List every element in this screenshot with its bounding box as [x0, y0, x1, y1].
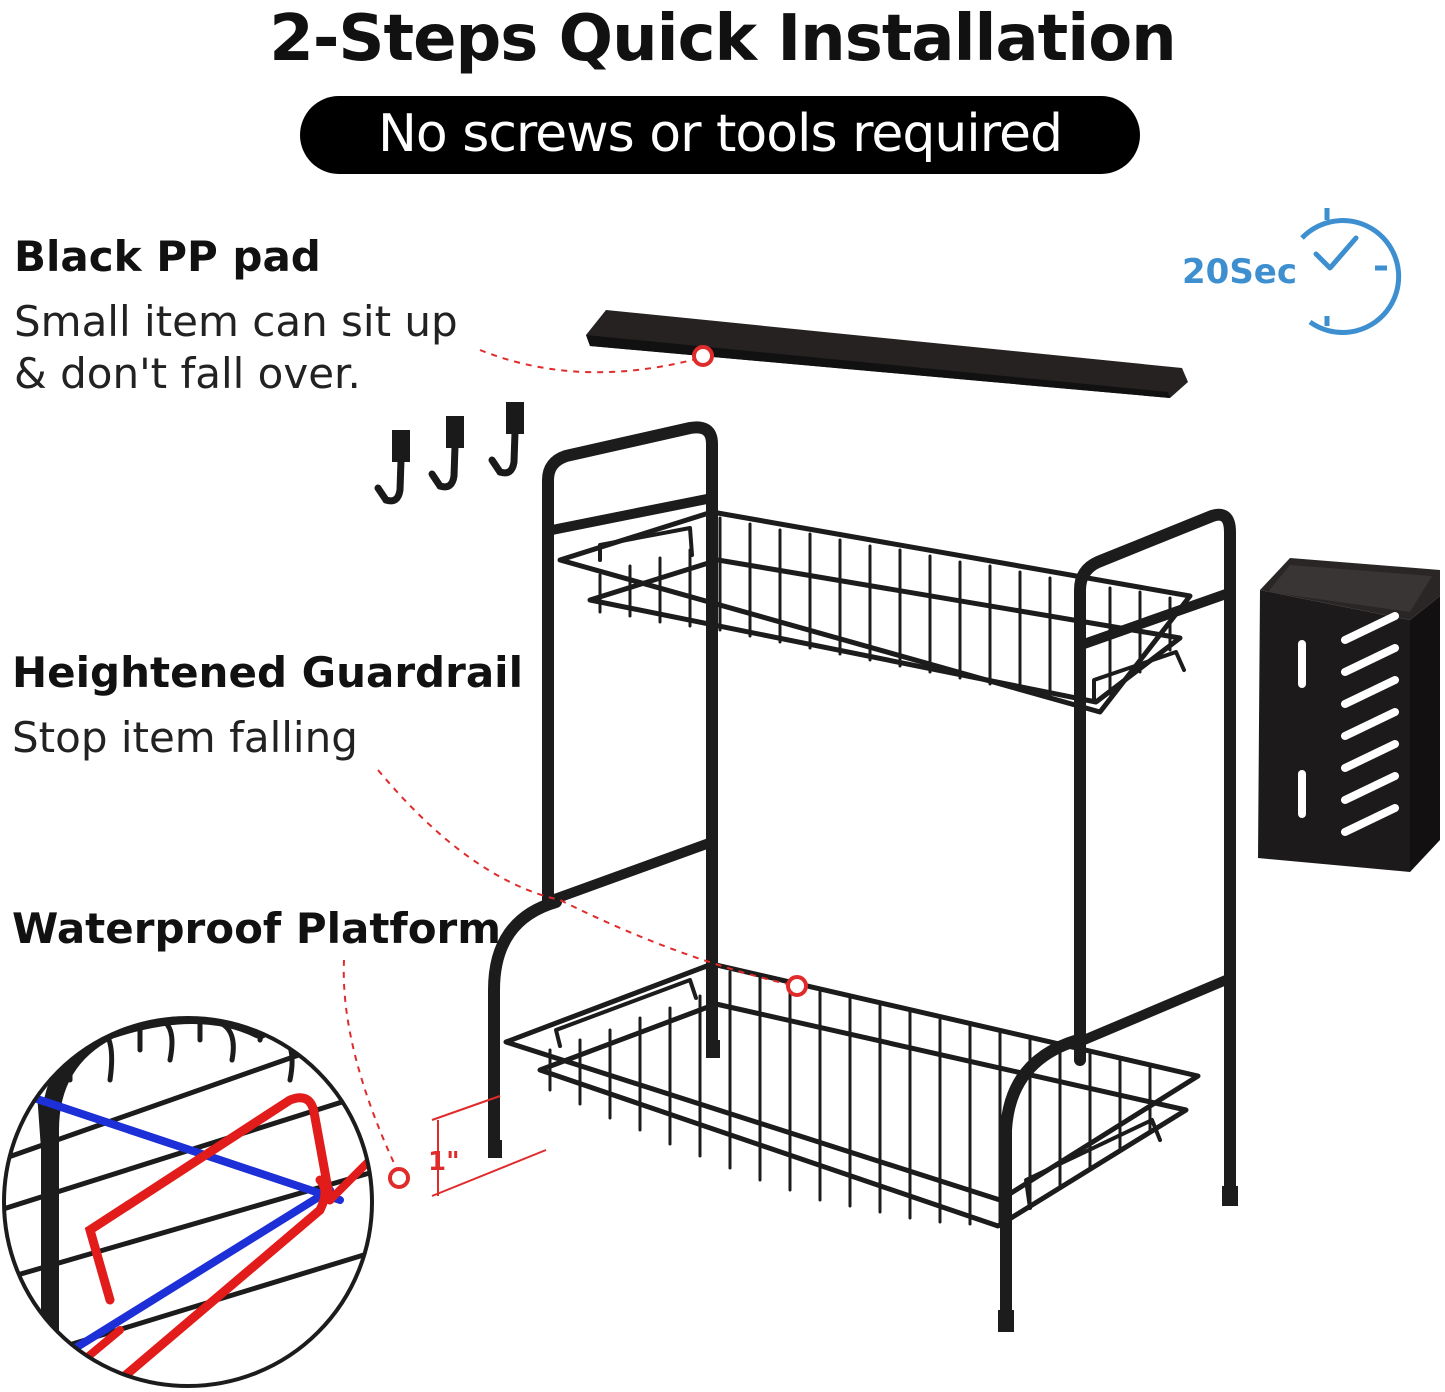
feature-title-pp-pad: Black PP pad — [14, 232, 321, 281]
feature-desc-guardrail: Stop item falling — [12, 713, 358, 762]
rack-illustration — [488, 421, 1238, 1332]
dimension-marker — [431, 1095, 547, 1197]
callout-leaders — [342, 349, 797, 1177]
subtitle-banner: No screws or tools required — [300, 96, 1140, 174]
subtitle-text: No screws or tools required — [378, 104, 1063, 164]
hook-icon — [374, 402, 524, 505]
pp-pad — [586, 310, 1188, 398]
zoom-detail — [2, 1016, 374, 1388]
clock-icon — [1300, 208, 1402, 335]
dimension-label: 1" — [428, 1147, 460, 1177]
feature-title-guardrail: Heightened Guardrail — [12, 648, 523, 697]
feature-desc-pp-pad-line1: Small item can sit up — [14, 297, 458, 346]
callout-dots — [388, 345, 808, 1189]
feature-desc-pp-pad-line2: & don't fall over. — [14, 349, 361, 398]
timer-label: 20Sec — [1182, 252, 1298, 292]
page-title: 2-Steps Quick Installation — [269, 2, 1176, 76]
utensil-holder — [1258, 558, 1440, 872]
feature-title-platform: Waterproof Platform — [12, 904, 502, 953]
